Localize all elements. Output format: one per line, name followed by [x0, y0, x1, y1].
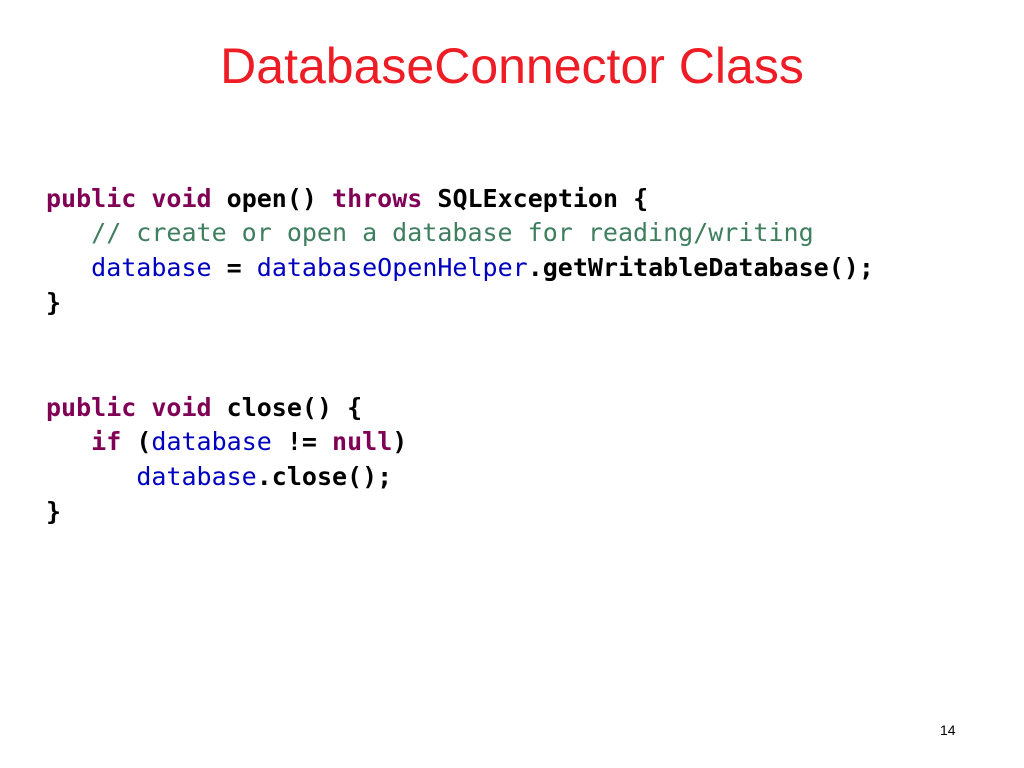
field-database: database	[136, 462, 257, 491]
code-line-close-signature: public void close() {	[46, 391, 362, 425]
code-comment: // create or open a database for reading…	[91, 218, 814, 247]
keyword-void: void	[151, 393, 212, 422]
keyword-void: void	[151, 184, 212, 213]
open-paren: (	[136, 427, 152, 456]
keyword-throws: throws	[332, 184, 423, 213]
code-line-open-signature: public void open() throws SQLException {	[46, 182, 648, 216]
page-number: 14	[940, 722, 956, 738]
closing-brace: }	[46, 288, 62, 317]
closing-brace: }	[46, 497, 62, 526]
keyword-null: null	[332, 427, 393, 456]
exception-type: SQLException {	[437, 184, 649, 213]
keyword-public: public	[46, 393, 137, 422]
keyword-if: if	[91, 427, 122, 456]
code-line-if: if (database != null)	[46, 425, 407, 459]
slide-title: DatabaseConnector Class	[220, 38, 804, 94]
not-equal-operator: !=	[286, 427, 317, 456]
method-name-close: close() {	[226, 393, 363, 422]
method-call-close: .close();	[256, 462, 393, 491]
close-paren: )	[392, 427, 408, 456]
field-database: database	[151, 427, 272, 456]
assign-operator: =	[226, 253, 242, 282]
field-database-open-helper: databaseOpenHelper	[256, 253, 528, 282]
field-database: database	[91, 253, 212, 282]
keyword-public: public	[46, 184, 137, 213]
code-line-close-brace: }	[46, 495, 61, 529]
method-name-open: open()	[226, 184, 317, 213]
code-block: public void open() throws SQLException {…	[24, 178, 1024, 540]
code-line-assignment: database = databaseOpenHelper.getWritabl…	[46, 251, 874, 285]
method-call-get-writable: .getWritableDatabase();	[527, 253, 874, 282]
code-line-close-call: database.close();	[46, 460, 392, 494]
code-line-close-brace: }	[46, 286, 61, 320]
code-line-comment: // create or open a database for reading…	[46, 216, 814, 250]
